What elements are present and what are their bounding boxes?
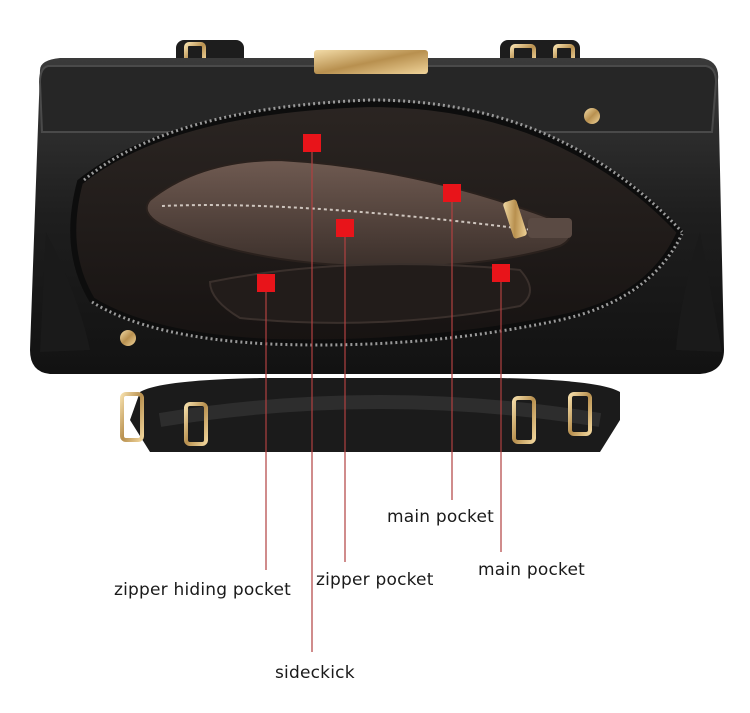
right-gusset xyxy=(676,232,722,352)
marker-main-pocket-2 xyxy=(492,264,510,282)
marker-zipper-hiding-pocket xyxy=(257,274,275,292)
label-zipper-hiding-pocket: zipper hiding pocket xyxy=(114,580,291,600)
leader-lines xyxy=(265,152,502,652)
left-gusset xyxy=(40,232,90,352)
label-sideckick: sideckick xyxy=(275,663,355,683)
marker-sideckick xyxy=(303,134,321,152)
lower-zipper xyxy=(91,233,684,347)
zipper-pull xyxy=(503,199,572,239)
marker-zipper-pocket xyxy=(336,219,354,237)
clasp-bar xyxy=(314,50,428,74)
rivets xyxy=(120,108,600,346)
bag-rim xyxy=(38,65,718,133)
inner-pouch xyxy=(145,158,571,268)
label-main-pocket-1: main pocket xyxy=(387,507,494,527)
pouch-zipper xyxy=(161,204,549,233)
side-pocket xyxy=(208,263,531,324)
label-main-pocket-2: main pocket xyxy=(478,560,585,580)
marker-main-pocket-1 xyxy=(443,184,461,202)
bottom-handles xyxy=(120,378,620,452)
markers xyxy=(257,134,510,292)
label-zipper-pocket: zipper pocket xyxy=(316,570,434,590)
